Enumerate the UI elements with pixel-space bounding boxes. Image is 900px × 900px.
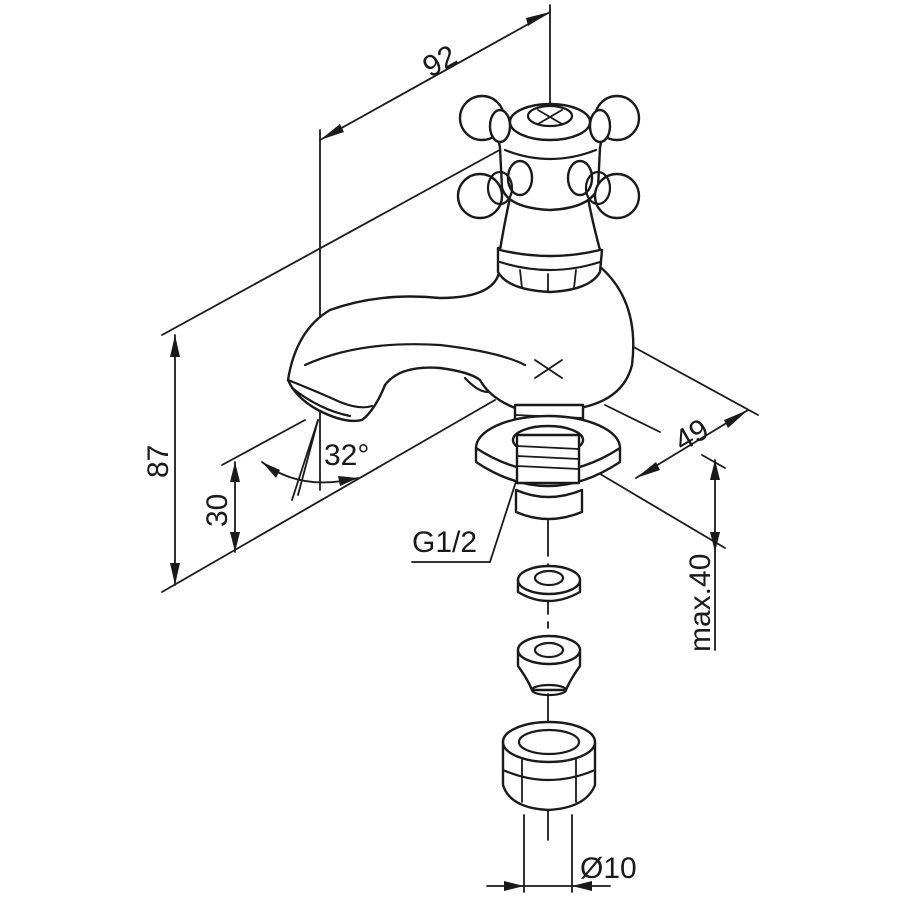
handle-cap xyxy=(508,102,592,142)
hub-band xyxy=(503,148,598,161)
fittings xyxy=(501,564,597,812)
compression-nut-top xyxy=(501,720,597,764)
hex-collar-mid xyxy=(498,260,602,272)
arrow-angle-right xyxy=(338,476,358,486)
ext-30-top xyxy=(221,419,306,466)
ferrule-bottom xyxy=(530,683,568,697)
washer xyxy=(516,564,582,596)
arrow-92-left xyxy=(320,124,344,140)
label-30: 30 xyxy=(201,494,234,527)
spout xyxy=(286,263,635,423)
spout-upper-curve xyxy=(303,343,527,367)
ferrule-hole xyxy=(533,641,565,659)
spout-tip-edge-2 xyxy=(290,386,352,418)
arrow-10-right xyxy=(572,881,592,891)
ferrule xyxy=(516,634,582,666)
cap-cross-2 xyxy=(537,109,563,125)
nut-chamfer xyxy=(501,768,597,782)
arm-stub-upper-right xyxy=(588,108,612,144)
handle-ball-lower-left xyxy=(456,172,504,220)
arrow-40-bottom xyxy=(710,532,720,552)
spout-tip-edge xyxy=(286,378,374,409)
dim-line-92 xyxy=(319,11,551,141)
arrow-92-right xyxy=(526,12,550,26)
shank-bottom xyxy=(514,488,584,521)
ext-40-bottom xyxy=(584,464,726,549)
ext-49-top xyxy=(629,344,759,416)
arrow-40-top xyxy=(710,460,720,480)
arrow-30-bottom xyxy=(230,532,240,552)
dimension-lines xyxy=(161,4,759,893)
ext-49-mid xyxy=(604,404,661,433)
arrow-angle-left xyxy=(262,462,280,478)
label-max40: max.40 xyxy=(684,554,717,652)
label-diameter: Ø10 xyxy=(580,852,637,885)
handle-neck xyxy=(498,196,602,258)
label-49: 49 xyxy=(669,413,714,458)
arm-ring-lower-left xyxy=(486,170,514,206)
arm-stub-lower-left xyxy=(506,159,534,197)
compression-nut-bore xyxy=(517,728,581,756)
arrow-10-left xyxy=(504,881,524,891)
arrow-49-bottom xyxy=(636,462,660,478)
hex-facet-3 xyxy=(573,269,577,289)
ext-87-bottom xyxy=(161,399,496,593)
arm-stub-upper-left xyxy=(488,108,512,144)
center-mark-2 xyxy=(534,359,563,379)
label-thread: G1/2 xyxy=(412,526,477,559)
ext-40-top xyxy=(701,454,726,469)
handle-cap-inner xyxy=(526,104,574,128)
arrow-87-top xyxy=(170,335,180,357)
washer-hole xyxy=(533,569,565,587)
label-87: 87 xyxy=(142,445,175,478)
handle-ball-lower-right xyxy=(593,172,641,220)
arrow-49-top xyxy=(724,410,748,428)
label-92: 92 xyxy=(417,39,462,84)
label-angle: 32° xyxy=(324,439,369,472)
angle-ray-2 xyxy=(297,419,319,496)
tap-body xyxy=(286,94,641,521)
dimension-labels: 92 87 30 32° 49 G1/2 max.40 Ø10 xyxy=(142,39,717,885)
arrow-87-bottom xyxy=(170,563,180,585)
ext-87-top xyxy=(161,146,506,336)
arrow-30-top xyxy=(230,462,240,482)
spout-under-detail xyxy=(463,376,490,394)
hex-facet-1 xyxy=(519,269,523,289)
arm-ring-lower-right xyxy=(584,170,612,206)
